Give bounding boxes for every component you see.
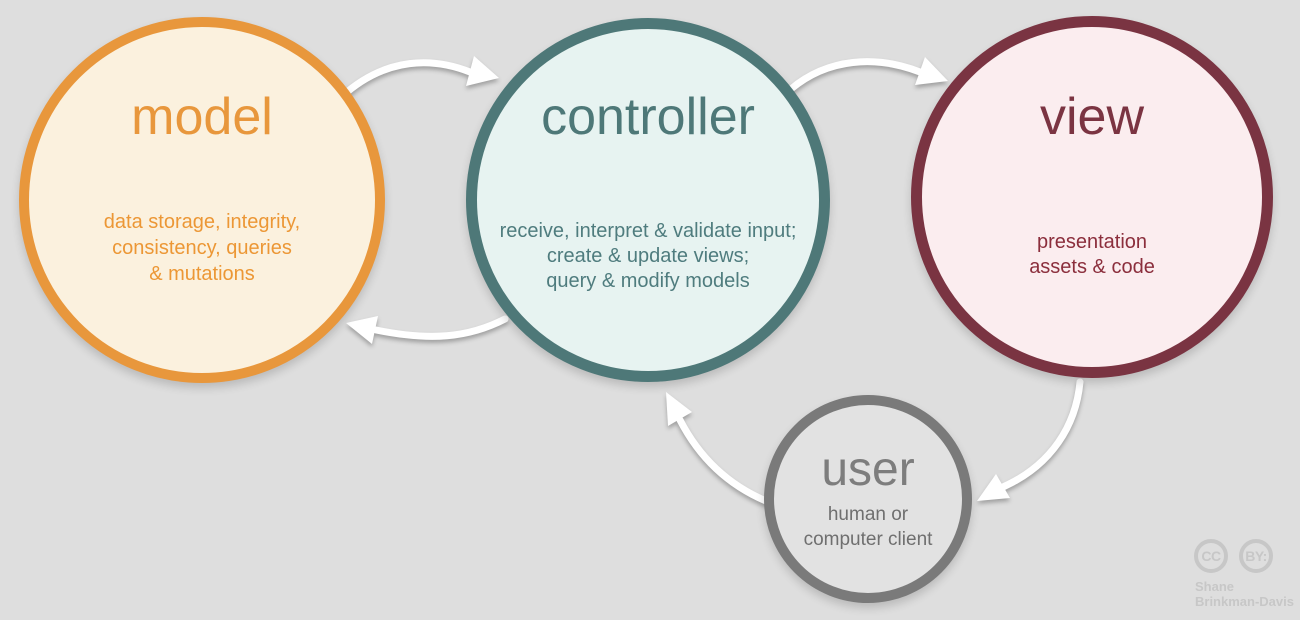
cc-icon-label: CC (1201, 548, 1221, 564)
node-model: model data storage, integrity, consisten… (19, 17, 385, 383)
author-name: Shane Brinkman-Davis (1195, 579, 1294, 609)
model-title: model (131, 88, 273, 146)
author-last-name: Brinkman-Davis (1195, 594, 1294, 609)
arrow-user-to-controller (666, 392, 770, 505)
view-desc-line: assets & code (1029, 256, 1155, 278)
controller-title: controller (541, 88, 755, 146)
model-desc-line: & mutations (149, 263, 255, 285)
cc-by-icon-label: BY: (1245, 548, 1267, 564)
arrow-view-to-user (977, 378, 1084, 501)
arrow-model-to-controller (343, 56, 499, 96)
user-description: human or computer client (774, 502, 962, 552)
arrow-controller-to-model (346, 315, 509, 344)
arrow-controller-to-view (787, 57, 948, 93)
controller-desc-line: query & modify models (546, 270, 750, 292)
node-user: user human or computer client (764, 395, 972, 603)
model-desc-line: consistency, queries (112, 237, 292, 259)
model-desc-line: data storage, integrity, (103, 211, 301, 233)
author-first-name: Shane (1195, 579, 1235, 594)
model-description: data storage, integrity, consistency, qu… (29, 209, 375, 287)
view-description: presentation assets & code (922, 230, 1262, 280)
cc-by-icon: BY: (1239, 539, 1273, 573)
cc-icon: CC (1194, 539, 1228, 573)
controller-description: receive, interpret & validate input; cre… (477, 219, 819, 294)
view-title: view (1039, 88, 1145, 146)
node-view: view presentation assets & code (911, 16, 1273, 378)
user-title: user (821, 443, 915, 496)
user-desc-line: computer client (803, 529, 933, 550)
controller-desc-line: receive, interpret & validate input; (499, 220, 797, 242)
view-desc-line: presentation (1036, 231, 1148, 253)
controller-desc-line: create & update views; (546, 245, 750, 267)
node-controller: controller receive, interpret & validate… (466, 18, 830, 382)
user-desc-line: human or (827, 504, 909, 525)
